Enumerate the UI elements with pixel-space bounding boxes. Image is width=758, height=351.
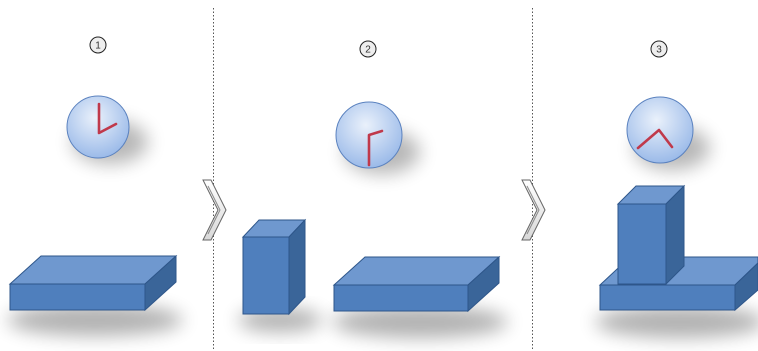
double-chevron-right-icon (521, 179, 546, 241)
step-label-2: 2 (365, 45, 371, 56)
panel-1: 1 (7, 36, 183, 336)
panel-2: 2 (238, 40, 508, 338)
step-badge-1: 1 (89, 36, 107, 54)
flat-slab-2 (332, 255, 508, 338)
flat-slab-1 (7, 254, 183, 336)
clock-hands-2 (367, 129, 384, 167)
clock-3 (626, 96, 710, 170)
step-badge-2: 2 (359, 40, 377, 58)
step-label-1: 1 (95, 41, 101, 52)
standing-block-2 (238, 218, 322, 332)
step-label-3: 3 (656, 45, 662, 56)
clock-2 (335, 101, 420, 174)
step-badge-3: 3 (650, 40, 668, 58)
double-chevron-right-icon (202, 179, 227, 241)
clock-hands-3 (636, 128, 674, 150)
clock-hands-1 (97, 102, 118, 135)
panel-3: 3 (595, 40, 758, 338)
clock-1 (66, 95, 148, 164)
standing-block-on-slab-3 (616, 184, 686, 286)
